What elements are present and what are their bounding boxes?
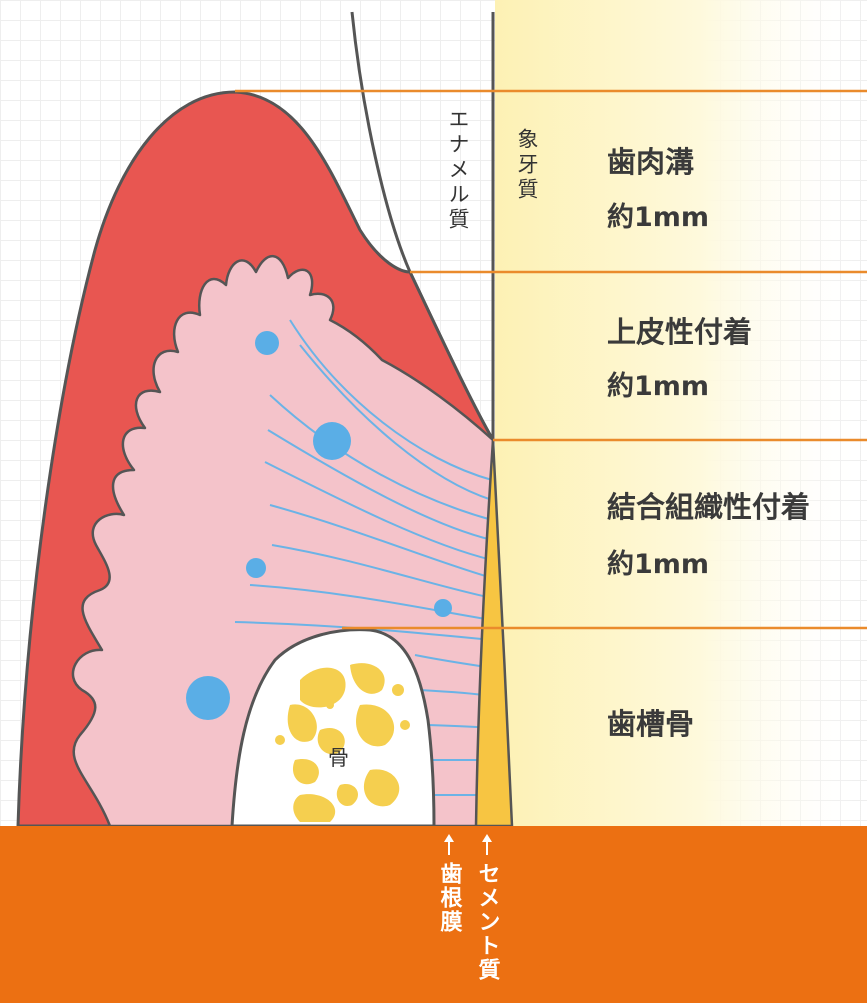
zone-divider-lines <box>235 89 867 630</box>
dentin-region <box>495 0 867 828</box>
fiber-lines <box>234 319 493 796</box>
zone-value-connective-attachment: 約1mm <box>607 548 709 580</box>
bottom-band <box>0 826 867 1003</box>
up-arrow-icon <box>482 834 492 855</box>
dentin-label: 象牙質 <box>515 128 539 203</box>
zone-label-gingival-sulcus: 歯肉溝 <box>607 145 694 179</box>
zone-value-gingival-sulcus: 約1mm <box>607 201 709 233</box>
bone-trabeculae <box>275 663 410 822</box>
up-arrow-icon <box>444 834 454 855</box>
periodontal-ligament-label: 歯根膜 <box>437 861 463 934</box>
enamel-label: エナメル質 <box>446 108 470 233</box>
zone-value-epithelial-attachment: 約1mm <box>607 370 709 402</box>
zone-label-connective-attachment: 結合組織性付着 <box>607 490 810 524</box>
zone-label-alveolar-bone: 歯槽骨 <box>607 707 694 741</box>
cementum-label: セメント質 <box>475 862 501 982</box>
zone-label-epithelial-attachment: 上皮性付着 <box>607 315 752 349</box>
blood-vessels <box>186 331 452 720</box>
bone-label: 骨 <box>328 746 349 770</box>
